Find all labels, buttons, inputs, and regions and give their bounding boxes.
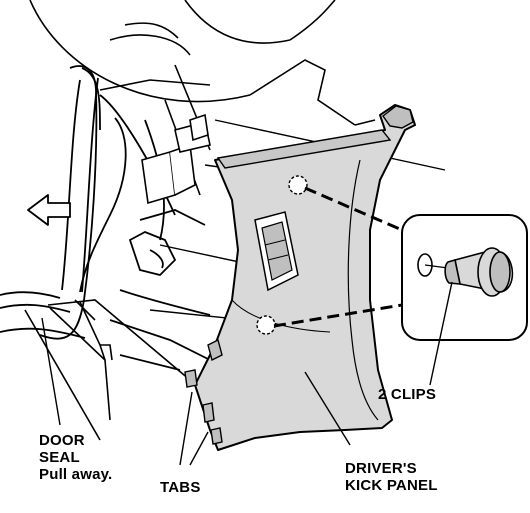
- door-seal-line-3: Pull away.: [39, 466, 113, 483]
- label-leaders: [41, 281, 453, 466]
- kick-panel-line-2: KICK PANEL: [345, 477, 438, 494]
- door-frame: [61, 77, 211, 371]
- door-seal-line-1: DOOR: [39, 432, 85, 449]
- clip-detail-callout: [401, 214, 528, 341]
- kick-panel-line-1: DRIVER'S: [345, 460, 417, 477]
- clips-label: 2 CLIPS: [378, 386, 436, 403]
- tabs-label-text: TABS: [160, 479, 201, 496]
- clip-leader-lines: [273, 186, 403, 328]
- clips-label-text: 2 CLIPS: [378, 386, 437, 403]
- door-seal-line-2: SEAL: [39, 449, 80, 466]
- clip-icon: [444, 247, 514, 297]
- kick-panel: [194, 104, 416, 451]
- kick-panel-label: DRIVER'S KICK PANEL: [345, 460, 438, 494]
- tabs-label: TABS: [160, 479, 201, 496]
- door-sill: [24, 299, 191, 441]
- door-seal-label: DOOR SEAL Pull away.: [39, 432, 112, 483]
- arrow-left-outline-icon: [27, 194, 71, 226]
- pillar-bracket: [141, 113, 211, 205]
- panel-tabs: [184, 338, 223, 445]
